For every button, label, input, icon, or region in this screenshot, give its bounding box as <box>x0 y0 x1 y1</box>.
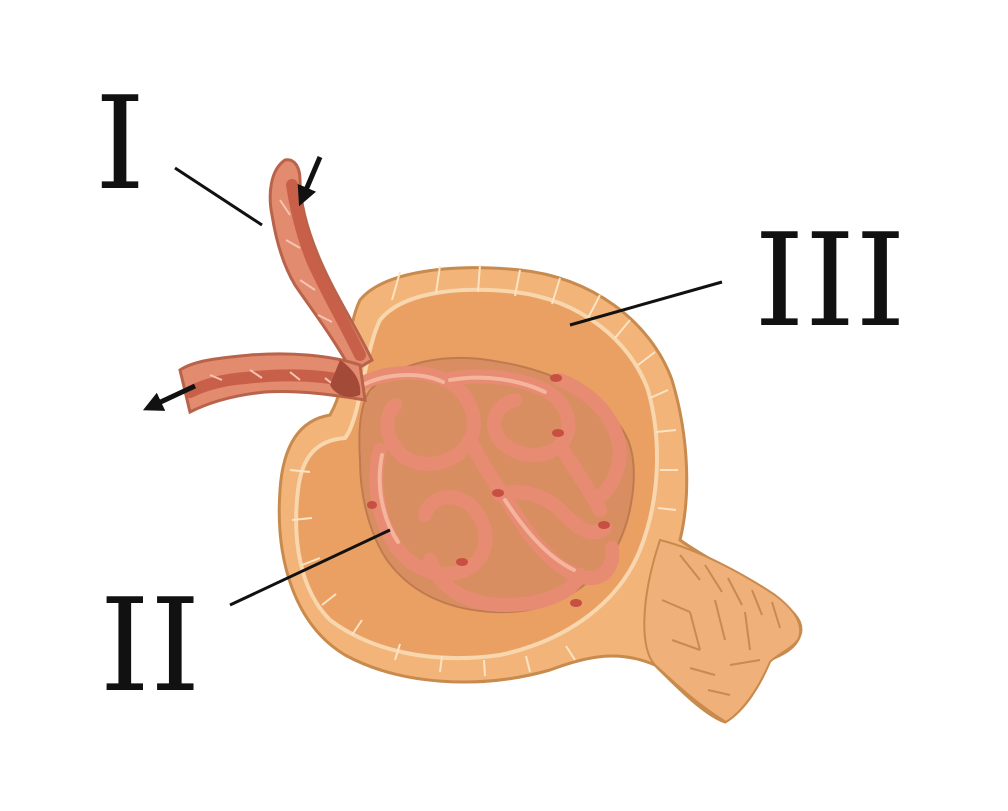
labels: I II III <box>95 70 906 721</box>
juxtaglomerular-cells <box>330 360 361 397</box>
label-ii: II <box>99 572 200 721</box>
arteriole-texture <box>209 199 336 387</box>
inflow-arrow <box>297 156 323 207</box>
capillary-highlights <box>363 373 576 572</box>
label-iii: III <box>754 207 906 356</box>
glomerulus <box>353 356 635 614</box>
tubule-cells <box>661 554 781 696</box>
arterioles <box>178 158 374 415</box>
flow-arrows <box>142 156 323 411</box>
efferent-arteriole <box>178 352 367 415</box>
erythrocytes <box>367 374 610 607</box>
label-i: I <box>95 70 146 219</box>
parietal-cells <box>289 264 678 677</box>
leader-line-iii <box>569 280 723 327</box>
leader-line-i <box>174 166 263 227</box>
efferent-lumen <box>184 369 356 398</box>
capillary-loops <box>353 365 627 612</box>
leader-line-ii <box>229 528 391 607</box>
leader-lines <box>174 166 723 607</box>
outflow-arrow <box>142 383 197 411</box>
afferent-lumen <box>286 179 366 361</box>
